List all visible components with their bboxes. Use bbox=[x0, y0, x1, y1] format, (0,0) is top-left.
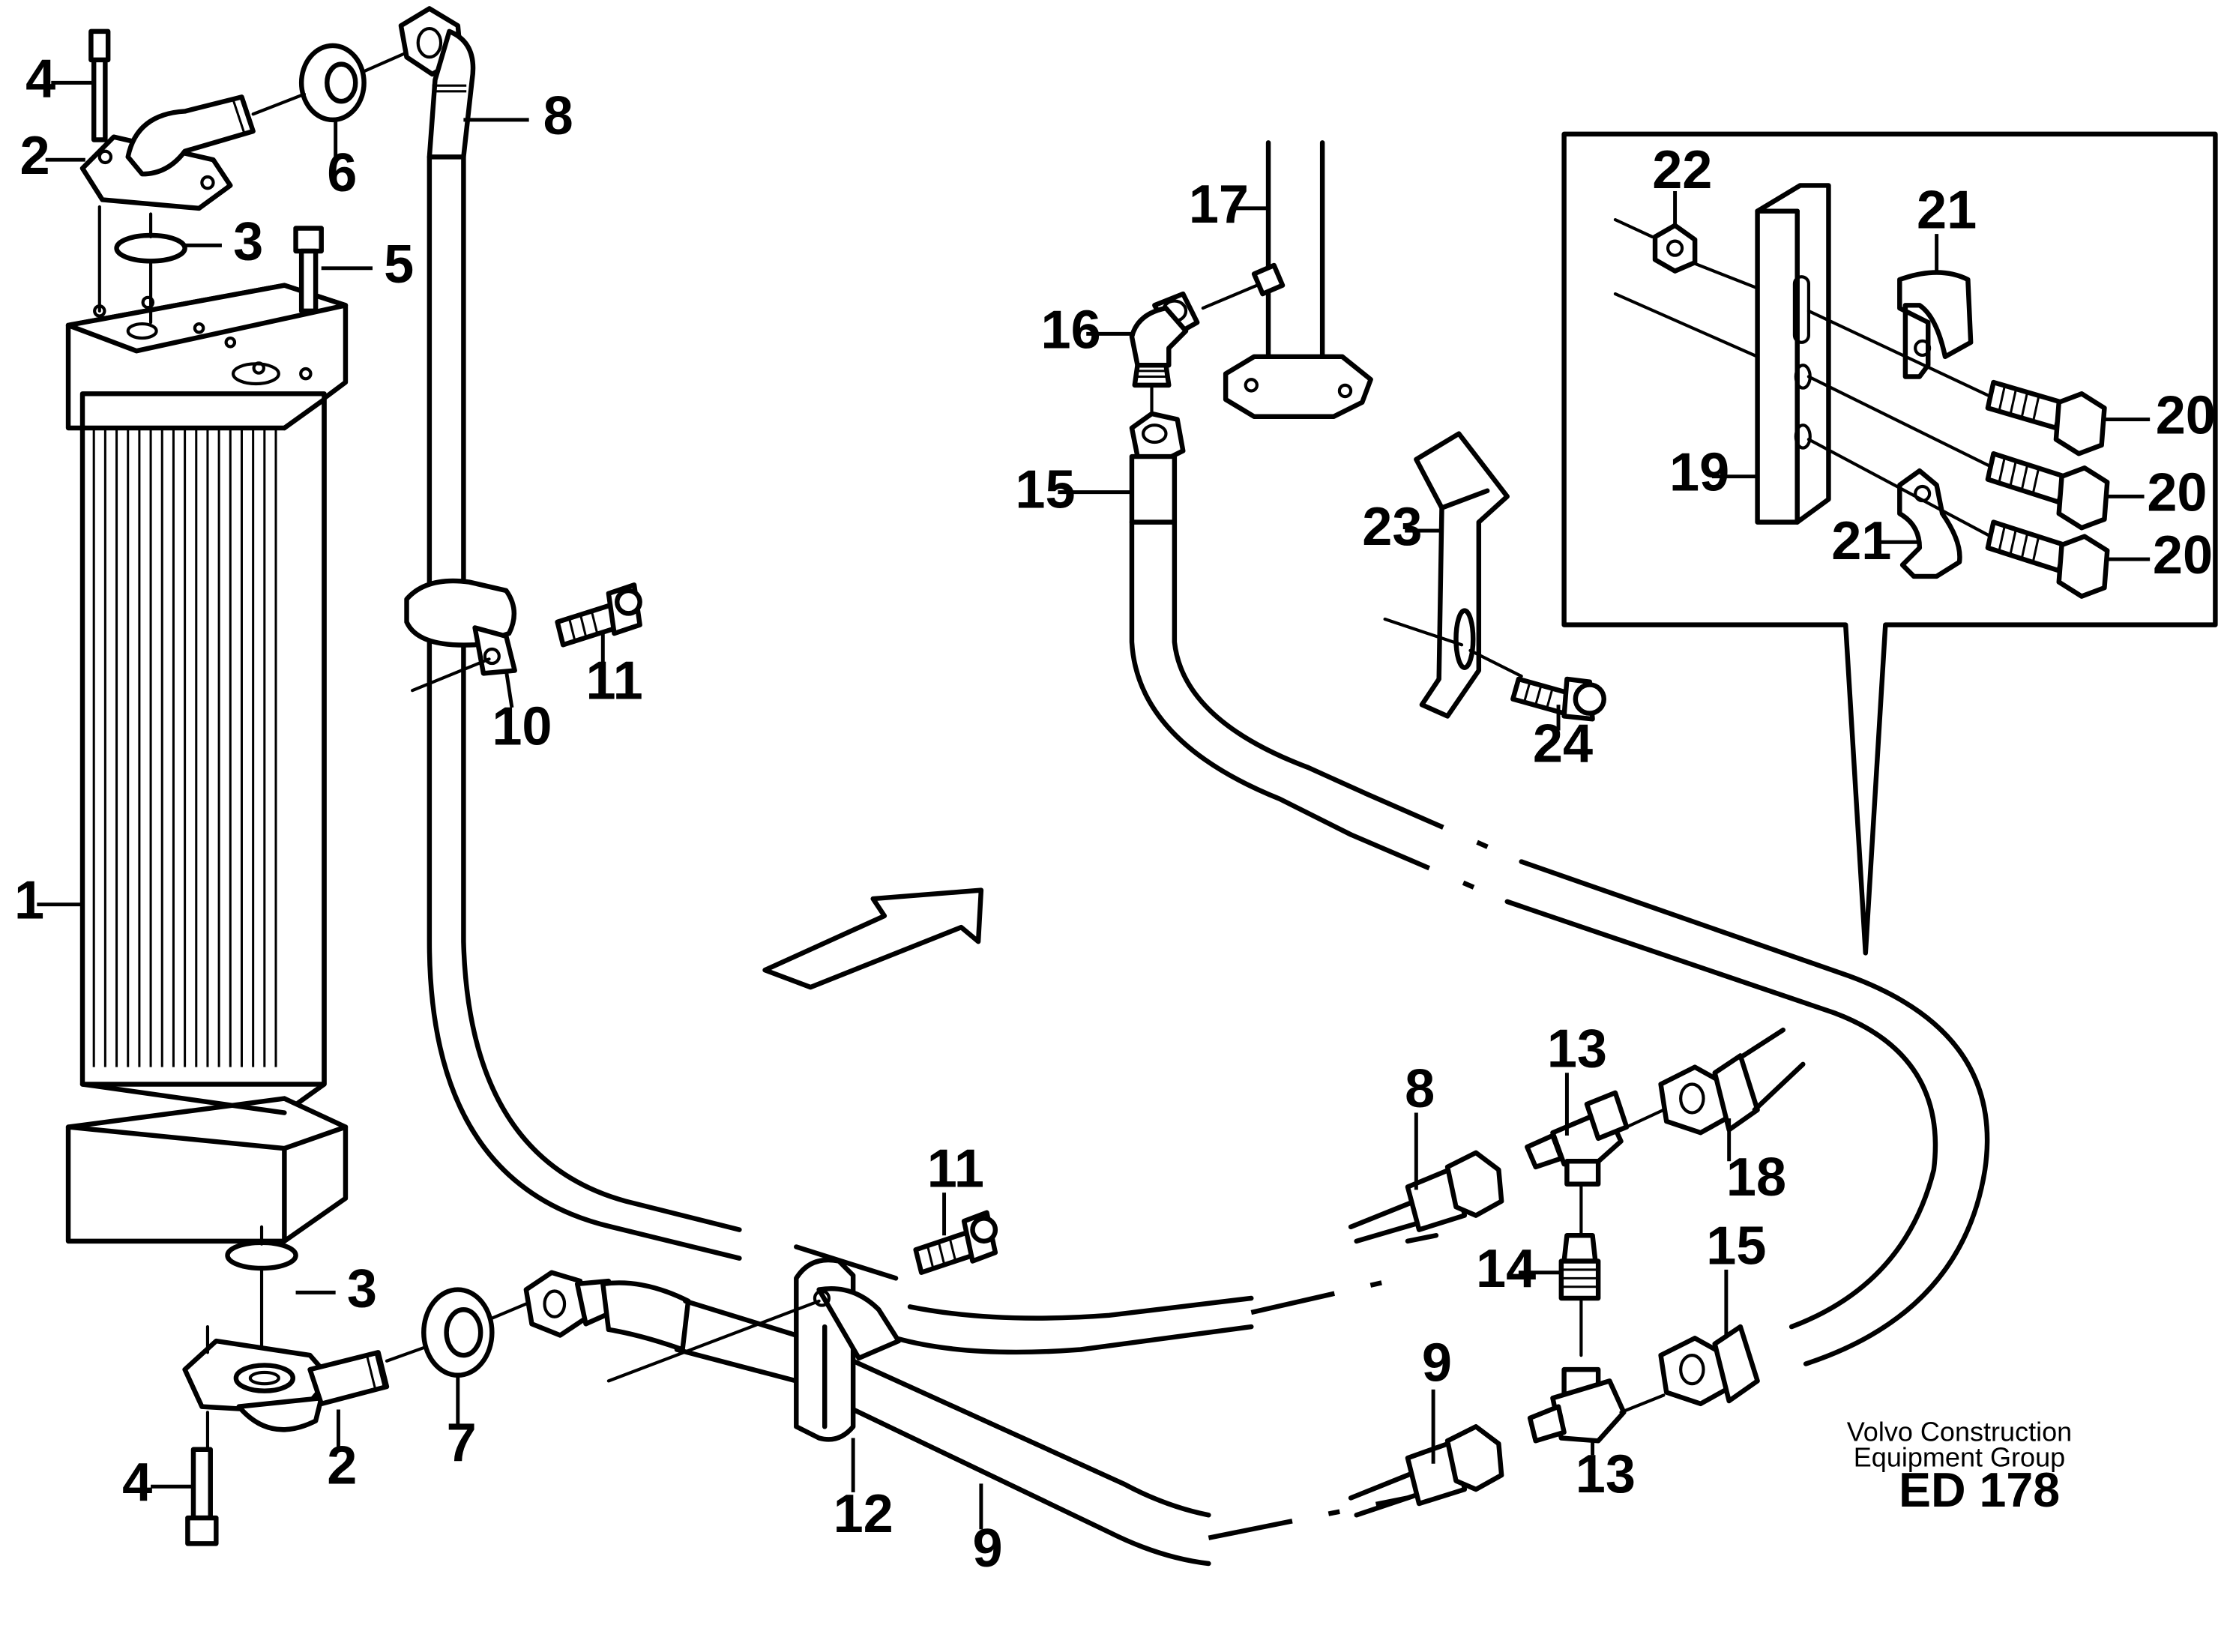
callout-14: 14 bbox=[1476, 1239, 1536, 1299]
callout-20: 20 bbox=[2153, 525, 2213, 585]
callout-5: 5 bbox=[384, 235, 414, 295]
callout-16: 16 bbox=[1041, 300, 1101, 360]
callout-8: 8 bbox=[543, 86, 573, 146]
brand-line-1: Volvo Construction bbox=[1847, 1416, 2072, 1447]
callout-19: 19 bbox=[1669, 443, 1729, 503]
callout-22: 22 bbox=[1652, 140, 1712, 200]
leader-lines bbox=[37, 80, 2151, 1530]
callout-11: 11 bbox=[927, 1139, 984, 1199]
callout-6: 6 bbox=[327, 143, 357, 203]
bracket-23 bbox=[1383, 431, 1606, 722]
callout-20: 20 bbox=[2156, 385, 2216, 445]
callout-9: 9 bbox=[1422, 1333, 1452, 1393]
bottom-flange-assembly bbox=[182, 1225, 528, 1546]
callout-12: 12 bbox=[834, 1484, 893, 1544]
callout-13: 13 bbox=[1547, 1019, 1607, 1079]
brand-line-2: Equipment Group bbox=[1854, 1442, 2065, 1473]
oil-cooler bbox=[65, 283, 349, 1244]
callout-24: 24 bbox=[1533, 714, 1593, 774]
callout-2: 2 bbox=[327, 1435, 357, 1495]
callout-17: 17 bbox=[1189, 175, 1249, 235]
callout-20: 20 bbox=[2147, 462, 2207, 522]
drawing-footer: Volvo Construction Equipment Group ED 17… bbox=[1847, 1416, 2072, 1517]
mount-bracket-17 bbox=[1129, 140, 1373, 419]
callout-4: 4 bbox=[122, 1453, 152, 1513]
callout-13: 13 bbox=[1576, 1444, 1636, 1504]
callout-23: 23 bbox=[1362, 497, 1422, 557]
callout-18: 18 bbox=[1726, 1148, 1786, 1208]
callout-15: 15 bbox=[1706, 1216, 1766, 1276]
callout-10: 10 bbox=[492, 696, 552, 756]
callout-11: 11 bbox=[586, 651, 643, 711]
hose-15 bbox=[1129, 411, 1990, 1366]
callout-21: 21 bbox=[1917, 180, 1977, 240]
tee-connections bbox=[1348, 1027, 1806, 1518]
callout-7: 7 bbox=[447, 1413, 477, 1473]
callout-2: 2 bbox=[20, 126, 50, 186]
callout-3: 3 bbox=[347, 1258, 377, 1318]
flow-direction-arrow bbox=[762, 887, 984, 990]
top-flange-assembly bbox=[79, 28, 412, 325]
lower-pipe-9 bbox=[523, 1210, 1408, 1567]
callout-1: 1 bbox=[14, 871, 44, 931]
callout-15: 15 bbox=[1015, 459, 1075, 519]
callout-4: 4 bbox=[25, 49, 55, 109]
callout-3: 3 bbox=[233, 211, 263, 271]
return-pipe-8 bbox=[398, 6, 1439, 1355]
callout-9: 9 bbox=[972, 1519, 1002, 1579]
drawing-code: ED 178 bbox=[1899, 1463, 2060, 1517]
callouts: 1 2 2 3 3 4 4 5 6 7 8 8 9 9 10 11 11 12 … bbox=[14, 49, 2216, 1579]
callout-8: 8 bbox=[1405, 1059, 1435, 1119]
callout-21: 21 bbox=[1831, 511, 1891, 571]
